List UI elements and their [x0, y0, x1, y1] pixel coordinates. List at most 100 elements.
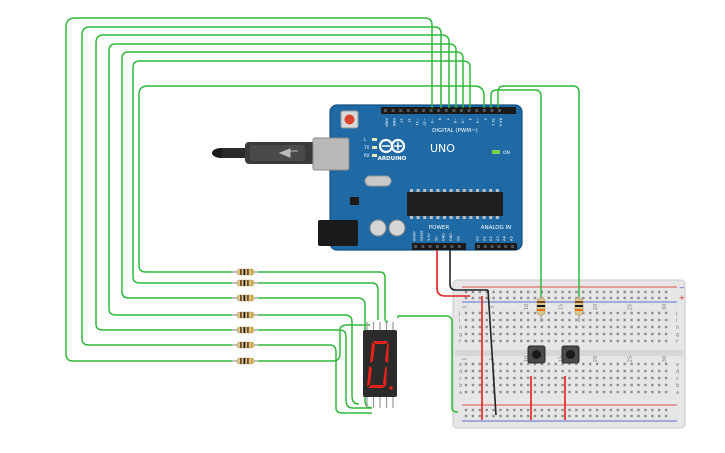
- digital-header[interactable]: [381, 107, 516, 114]
- breadboard-hole[interactable]: [499, 383, 502, 387]
- breadboard-hole[interactable]: [644, 362, 647, 366]
- breadboard-hole[interactable]: [602, 296, 606, 300]
- breadboard-hole[interactable]: [651, 296, 654, 300]
- breadboard-hole[interactable]: [623, 362, 626, 366]
- breadboard-hole[interactable]: [464, 290, 468, 294]
- breadboard-hole[interactable]: [595, 339, 599, 343]
- breadboard-hole[interactable]: [499, 339, 502, 343]
- breadboard-hole[interactable]: [506, 311, 509, 315]
- breadboard-hole[interactable]: [664, 332, 668, 336]
- breadboard-hole[interactable]: [561, 339, 564, 343]
- breadboard-hole[interactable]: [568, 325, 571, 329]
- breadboard-hole[interactable]: [602, 376, 606, 380]
- breadboard-hole[interactable]: [575, 332, 578, 336]
- breadboard-hole[interactable]: [589, 408, 592, 412]
- power-pin-hole[interactable]: [421, 245, 425, 248]
- breadboard-hole[interactable]: [637, 290, 640, 294]
- breadboard-hole[interactable]: [623, 376, 626, 380]
- breadboard-hole[interactable]: [478, 332, 481, 336]
- breadboard-hole[interactable]: [513, 383, 516, 387]
- breadboard-hole[interactable]: [513, 325, 516, 329]
- breadboard-hole[interactable]: [492, 414, 495, 418]
- breadboard-hole[interactable]: [595, 362, 599, 366]
- breadboard-hole[interactable]: [485, 332, 488, 336]
- signal-wires[interactable]: [65, 17, 580, 414]
- resistor[interactable]: [232, 341, 258, 349]
- breadboard-hole[interactable]: [520, 383, 523, 387]
- breadboard-hole[interactable]: [520, 311, 523, 315]
- breadboard-hole[interactable]: [561, 376, 564, 380]
- breadboard-hole[interactable]: [471, 311, 475, 315]
- breadboard-hole[interactable]: [471, 414, 475, 418]
- resistor[interactable]: [232, 268, 258, 276]
- breadboard-hole[interactable]: [609, 414, 613, 418]
- breadboard-hole[interactable]: [630, 290, 633, 294]
- breadboard-hole[interactable]: [637, 369, 640, 373]
- breadboard-hole[interactable]: [492, 290, 495, 294]
- breadboard-hole[interactable]: [554, 383, 557, 387]
- breadboard-hole[interactable]: [582, 383, 585, 387]
- breadboard-hole[interactable]: [533, 376, 537, 380]
- breadboard-hole[interactable]: [492, 339, 495, 343]
- breadboard-hole[interactable]: [485, 311, 488, 315]
- breadboard-hole[interactable]: [630, 311, 633, 315]
- breadboard-hole[interactable]: [651, 362, 654, 366]
- breadboard-hole[interactable]: [568, 296, 571, 300]
- breadboard-hole[interactable]: [478, 325, 481, 329]
- breadboard-hole[interactable]: [609, 325, 613, 329]
- power-pin-hole[interactable]: [428, 245, 432, 248]
- pushbutton-2[interactable]: [561, 345, 580, 364]
- breadboard-hole[interactable]: [547, 339, 550, 343]
- breadboard-hole[interactable]: [616, 362, 619, 366]
- breadboard-hole[interactable]: [575, 408, 578, 412]
- breadboard-hole[interactable]: [561, 408, 564, 412]
- breadboard-hole[interactable]: [568, 414, 571, 418]
- breadboard-hole[interactable]: [485, 414, 488, 418]
- breadboard-hole[interactable]: [595, 383, 599, 387]
- breadboard-hole[interactable]: [561, 332, 564, 336]
- breadboard-hole[interactable]: [520, 414, 523, 418]
- breadboard-hole[interactable]: [623, 414, 626, 418]
- breadboard-hole[interactable]: [513, 369, 516, 373]
- resistor[interactable]: [232, 311, 258, 319]
- breadboard-hole[interactable]: [554, 408, 557, 412]
- breadboard-hole[interactable]: [506, 408, 509, 412]
- breadboard-hole[interactable]: [485, 390, 488, 394]
- breadboard-hole[interactable]: [506, 383, 509, 387]
- breadboard-hole[interactable]: [492, 311, 495, 315]
- analog-pin-hole[interactable]: [483, 245, 487, 248]
- digital-pin-hole[interactable]: [498, 109, 501, 112]
- breadboard-hole[interactable]: [561, 296, 564, 300]
- breadboard-hole[interactable]: [526, 318, 530, 322]
- breadboard-hole[interactable]: [526, 311, 530, 315]
- breadboard-hole[interactable]: [582, 290, 585, 294]
- breadboard-hole[interactable]: [616, 390, 619, 394]
- breadboard-hole[interactable]: [664, 339, 668, 343]
- breadboard-hole[interactable]: [526, 369, 530, 373]
- breadboard-hole[interactable]: [609, 390, 613, 394]
- breadboard-hole[interactable]: [658, 376, 661, 380]
- breadboard-hole[interactable]: [664, 408, 668, 412]
- breadboard-hole[interactable]: [568, 376, 571, 380]
- breadboard-hole[interactable]: [630, 369, 633, 373]
- breadboard-hole[interactable]: [568, 369, 571, 373]
- breadboard-hole[interactable]: [658, 290, 661, 294]
- breadboard-hole[interactable]: [664, 311, 668, 315]
- breadboard-hole[interactable]: [540, 332, 544, 336]
- power-wires[interactable]: [436, 250, 566, 420]
- breadboard-hole[interactable]: [492, 362, 495, 366]
- breadboard-hole[interactable]: [589, 339, 592, 343]
- breadboard-hole[interactable]: [471, 376, 475, 380]
- resistor-bank[interactable]: [232, 268, 258, 365]
- breadboard-hole[interactable]: [582, 408, 585, 412]
- breadboard-hole[interactable]: [616, 311, 619, 315]
- breadboard-hole[interactable]: [540, 290, 544, 294]
- breadboard-hole[interactable]: [478, 339, 481, 343]
- breadboard-hole[interactable]: [595, 390, 599, 394]
- breadboard-hole[interactable]: [464, 325, 468, 329]
- breadboard-hole[interactable]: [492, 325, 495, 329]
- breadboard-hole[interactable]: [492, 332, 495, 336]
- breadboard-hole[interactable]: [582, 311, 585, 315]
- breadboard-hole[interactable]: [471, 290, 475, 294]
- breadboard-hole[interactable]: [478, 311, 481, 315]
